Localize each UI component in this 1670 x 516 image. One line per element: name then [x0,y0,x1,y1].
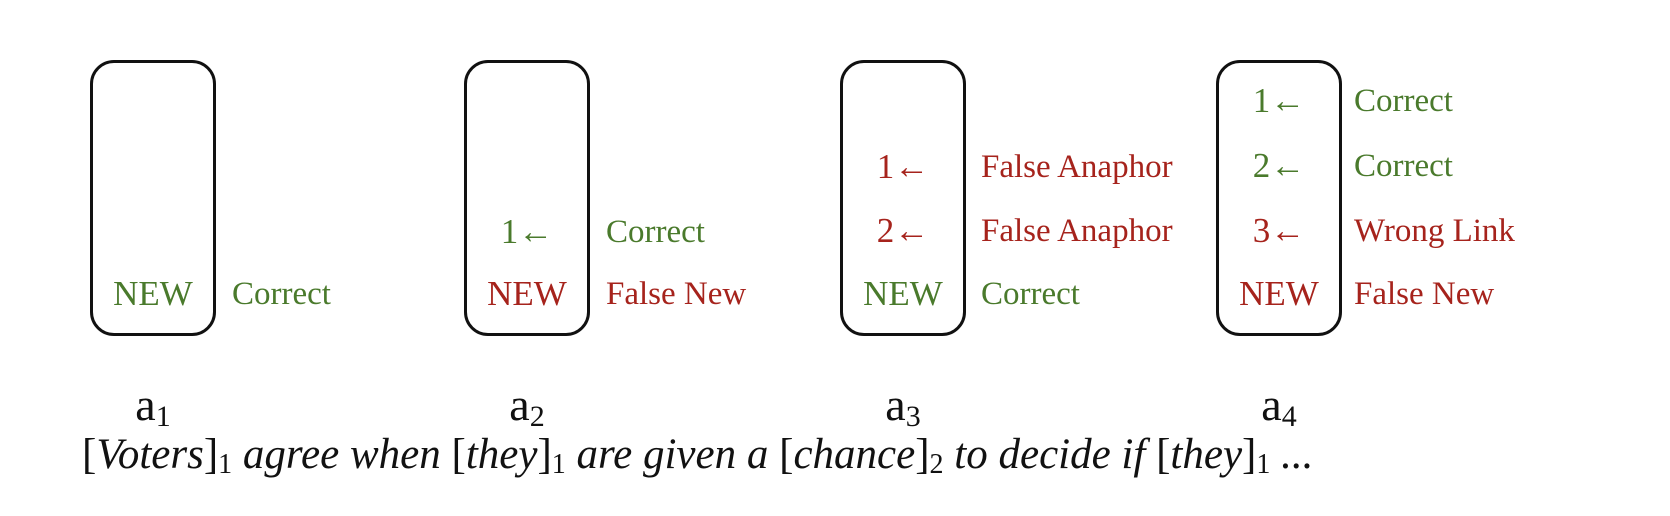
outcome-label: False New [1354,276,1495,312]
antecedent-box-a1 [90,60,216,336]
antecedent-box-a2 [464,60,590,336]
mention-they: they [465,431,538,478]
item-antecedent-3: 3← [1252,211,1306,250]
outcome-label: Correct [1354,83,1453,119]
item-antecedent-1: 1← [500,212,554,251]
column-name-a4: a4 [1261,379,1297,434]
antecedent-box-a4 [1216,60,1342,336]
outcome-label: Wrong Link [1354,213,1515,249]
item-new: NEW [487,274,567,313]
mention-they: they [1170,431,1243,478]
outcome-label: False New [606,276,747,312]
column-name-a3: a3 [885,379,921,434]
outcome-label: False Anaphor [981,213,1173,249]
column-name-a1: a1 [135,379,171,434]
column-name-a2: a2 [509,379,545,434]
item-antecedent-1: 1← [1252,81,1306,120]
outcome-label: Correct [981,276,1080,312]
item-new: NEW [1239,274,1319,313]
outcome-label: Correct [232,276,331,312]
item-antecedent-1: 1← [876,147,930,186]
item-new: NEW [863,274,943,313]
mention-chance: chance [793,431,916,478]
item-new: NEW [113,274,193,313]
mention-voters: Voters [96,431,204,478]
example-sentence: [Voters]1 agree when [they]1 are given a… [82,431,1314,480]
outcome-label: Correct [1354,148,1453,184]
item-antecedent-2: 2← [1252,146,1306,185]
outcome-label: False Anaphor [981,149,1173,185]
outcome-label: Correct [606,214,705,250]
antecedent-box-a3 [840,60,966,336]
item-antecedent-2: 2← [876,211,930,250]
